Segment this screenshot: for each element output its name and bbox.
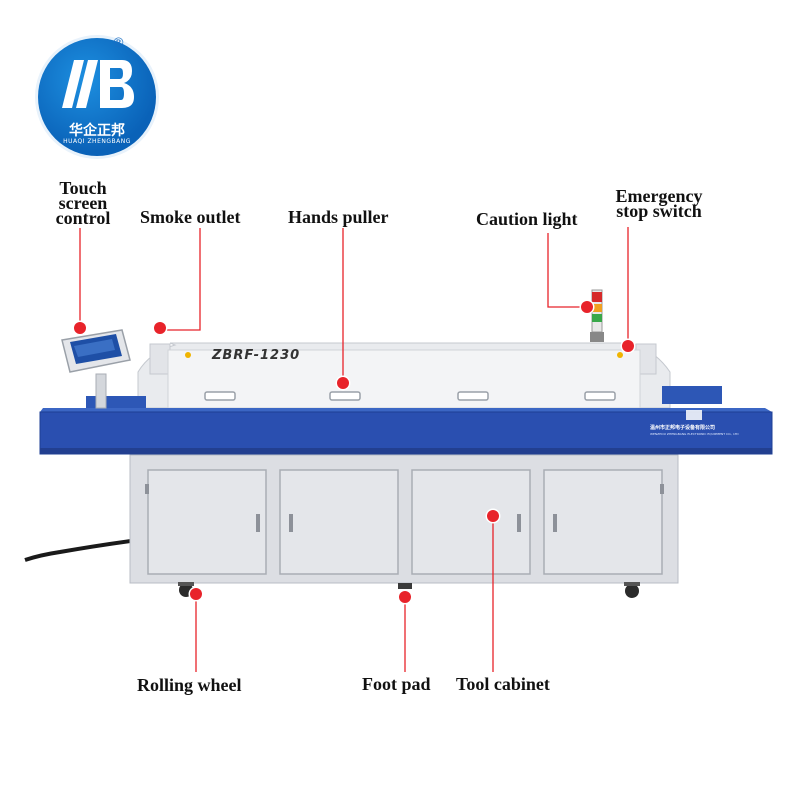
label-emergency-stop-switch: Emergency stop switch (604, 186, 714, 221)
registered-mark: ® (112, 36, 125, 51)
company-name-cn: 温州市正邦电子设备有限公司 (650, 425, 716, 431)
cabinet-door-3 (411, 469, 531, 575)
hands-puller-marker (337, 377, 349, 389)
rolling-wheel-marker (190, 588, 202, 600)
power-cable (24, 538, 139, 562)
brand-logo: 华企正邦 HUAQI ZHENGBANG (38, 38, 156, 156)
hood-handle-2 (329, 391, 361, 401)
hood-handle-3 (457, 391, 489, 401)
touch-screen-marker (74, 322, 86, 334)
rolling-wheel-left (179, 583, 193, 597)
leader-smoke-outlet (162, 228, 201, 331)
label-touch-screen-control: Touch screen control (48, 178, 118, 228)
label-touch-line1: Touch (59, 178, 107, 198)
label-rolling-wheel: Rolling wheel (137, 675, 242, 695)
foot-pad-shape (398, 583, 412, 589)
label-emergency-line2: stop switch (616, 201, 702, 221)
company-name-en: WENZHOU ZHENGBANG ELECTRONIC EQUIPMENT C… (650, 432, 739, 436)
foot-pad-marker (399, 591, 411, 603)
caution-light-marker (581, 301, 593, 313)
cabinet-door-4 (543, 469, 663, 575)
cabinet-door-2 (279, 469, 399, 575)
label-tool-cabinet: Tool cabinet (456, 674, 550, 694)
cabinet-door-1 (147, 469, 267, 575)
logo-english-name: HUAQI ZHENGBANG (63, 138, 131, 145)
hood-handle-1 (204, 391, 236, 401)
logo-chinese-name: 华企正邦 (69, 123, 125, 139)
label-smoke-outlet: Smoke outlet (140, 207, 241, 227)
smoke-outlet-marker (154, 322, 166, 334)
conveyor-top (40, 408, 772, 412)
machine-model-label: ZBRF-1230 (212, 348, 301, 363)
zb-logo-mark-icon (62, 60, 134, 108)
label-emergency-line1: Emergency (615, 186, 703, 206)
label-caution-light: Caution light (476, 209, 578, 229)
tool-cabinet-marker (487, 510, 499, 522)
label-foot-pad: Foot pad (362, 674, 431, 694)
label-touch-line3: control (55, 208, 111, 228)
rolling-wheel-right (625, 584, 639, 598)
label-hands-puller: Hands puller (288, 207, 389, 227)
label-touch-line2: screen (58, 193, 108, 213)
hood-handle-4 (584, 391, 616, 401)
leader-caution-light (547, 233, 590, 308)
emergency-stop-marker (622, 340, 634, 352)
conveyor-front (39, 411, 773, 455)
